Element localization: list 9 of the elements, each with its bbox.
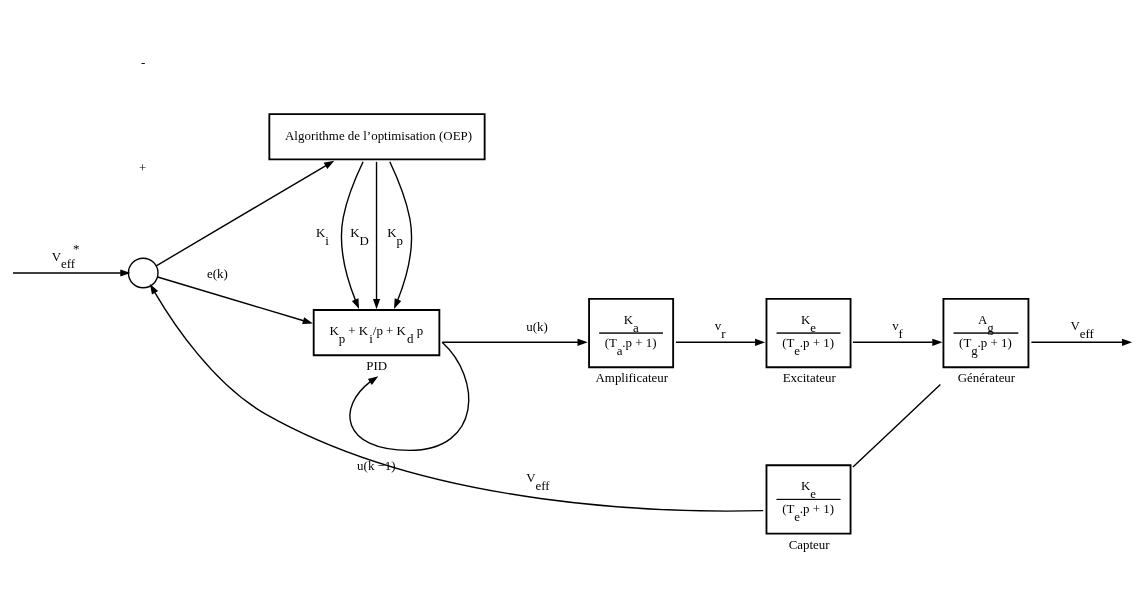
node-label: Amplificateur bbox=[595, 370, 669, 386]
label: - bbox=[140, 53, 146, 69]
node-label: Excitateur bbox=[782, 370, 836, 386]
edge-label: e(k) bbox=[206, 266, 228, 282]
node-label: PID bbox=[366, 358, 388, 374]
node-label: Générateur bbox=[957, 370, 1016, 386]
edge-label: u(k) bbox=[526, 318, 548, 334]
node-label: Capteur bbox=[788, 536, 830, 552]
label: + bbox=[139, 160, 147, 176]
